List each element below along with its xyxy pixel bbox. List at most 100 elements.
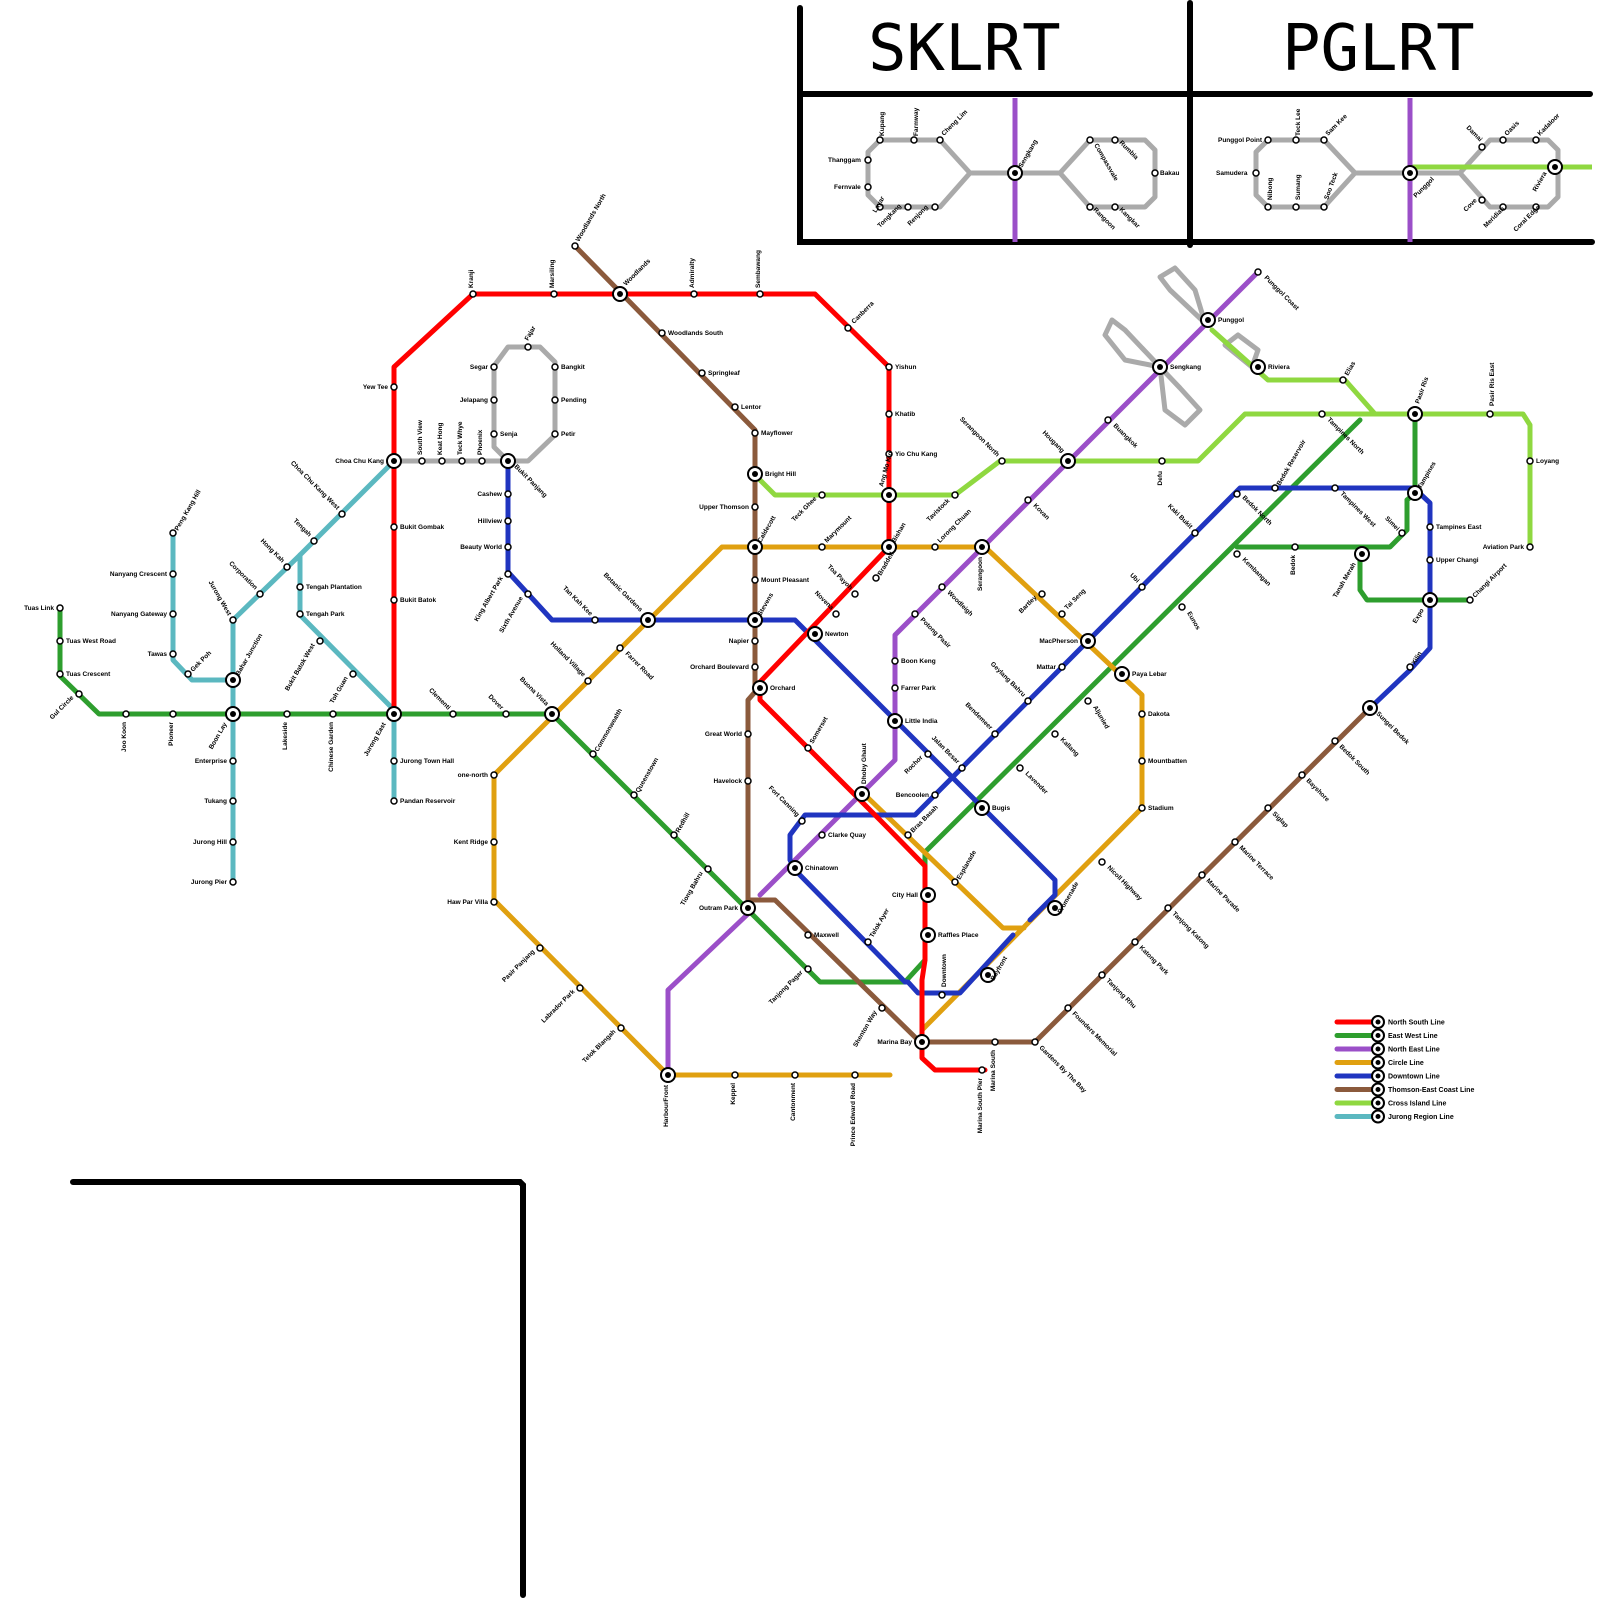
- station-label: Yio Chu Kang: [895, 451, 937, 458]
- station: Bedok South: [1332, 738, 1371, 777]
- station-marker: [1139, 711, 1145, 717]
- station-marker: [705, 866, 711, 872]
- station-marker: [391, 384, 397, 390]
- station-marker: [419, 458, 425, 464]
- station-label: Hillview: [478, 518, 503, 525]
- station-label: Expo: [1412, 607, 1426, 624]
- station: Katong Park: [1132, 939, 1170, 977]
- station-marker: [537, 945, 543, 951]
- station-marker: [1427, 557, 1433, 563]
- station-marker: [1052, 731, 1058, 737]
- interchange-dot: [1085, 638, 1091, 644]
- station-marker: [1065, 1005, 1071, 1011]
- station-marker: [257, 591, 263, 597]
- interchange-dot: [549, 711, 555, 717]
- station-marker: [170, 711, 176, 717]
- station-marker: [391, 798, 397, 804]
- interchange-dot: [1359, 551, 1365, 557]
- station-label: Springleaf: [708, 370, 741, 377]
- station-marker: [57, 605, 63, 611]
- station-marker: [1192, 530, 1198, 536]
- station: Marina South Pier: [977, 1067, 985, 1133]
- station-marker: [1527, 458, 1533, 464]
- station-label: Upper Changi: [1436, 557, 1479, 564]
- station: Bukit Batok: [391, 597, 437, 604]
- station-marker: [745, 731, 751, 737]
- station: Mount Pleasant: [752, 577, 810, 584]
- station-label: Gul Circle: [49, 694, 76, 721]
- station-marker: [76, 691, 82, 697]
- station: one-north: [458, 772, 497, 779]
- station-marker: [491, 431, 497, 437]
- station-label: Sam Kee: [1324, 113, 1349, 138]
- station: Holland Village: [549, 641, 591, 684]
- station-label: Keat Hong: [437, 422, 444, 455]
- station-label: Orchard Boulevard: [690, 664, 749, 671]
- station-label: Jurong Hill: [193, 839, 227, 846]
- station-label: Buangkok: [1112, 422, 1139, 449]
- station: Gardens By The Bay: [1032, 1039, 1088, 1095]
- station: Jurong Hill: [193, 839, 236, 846]
- station: Commonwealth: [590, 708, 624, 757]
- station-label: Punggol Coast: [1263, 274, 1301, 312]
- station: King Albert Park: [473, 571, 511, 623]
- station: Toa Payoh: [826, 564, 858, 597]
- station-label: Tuas Link: [24, 605, 54, 612]
- station-marker: [879, 1005, 885, 1011]
- station-label: Tawas: [148, 651, 168, 658]
- station: Elias: [1340, 360, 1358, 383]
- station-label: Woodlands North: [575, 193, 608, 243]
- station-label: Kangkar: [1118, 206, 1142, 230]
- jrl-line: [173, 461, 394, 880]
- station-label: Somerset: [809, 715, 830, 745]
- station-label: Sungei Bedok: [1375, 710, 1411, 746]
- station-label: Clarke Quay: [828, 832, 866, 839]
- station-label: Havelock: [713, 778, 742, 785]
- station: Great World: [705, 731, 751, 738]
- station-marker: [317, 638, 323, 644]
- station-label: Tampines East: [1436, 524, 1482, 531]
- station-label: Napier: [729, 638, 750, 645]
- station-label: Clementi: [427, 687, 451, 711]
- station-label: Bedok South: [1338, 743, 1371, 776]
- station-marker: [1319, 411, 1325, 417]
- station-label: Holland Village: [549, 641, 587, 679]
- station-marker: [185, 671, 191, 677]
- station-label: Caldecott: [757, 514, 778, 544]
- station-label: Beauty World: [460, 544, 502, 551]
- station: Tengah: [292, 517, 317, 544]
- station-label: Queenstown: [635, 757, 661, 794]
- station: Tampines West: [1332, 485, 1377, 529]
- legend-marker-dot: [1376, 1101, 1381, 1106]
- station-label: Fort Canning: [767, 785, 801, 819]
- station-marker: [992, 1039, 998, 1045]
- station: Tawas: [148, 651, 176, 658]
- station-label: Lavender: [1024, 770, 1050, 796]
- station: Jelapang: [460, 397, 497, 404]
- station-label: Toa Payoh: [826, 564, 854, 592]
- station-marker: [1159, 458, 1165, 464]
- station-marker: [297, 584, 303, 590]
- station-label: Samudera: [1216, 170, 1248, 177]
- legend-item: North South Line: [1337, 1016, 1445, 1028]
- station-marker: [170, 571, 176, 577]
- station: Marine Terrace: [1232, 839, 1275, 882]
- station-marker: [1085, 698, 1091, 704]
- interchange-dot: [752, 544, 758, 550]
- legend-item: Circle Line: [1337, 1057, 1424, 1069]
- station: Senja: [491, 431, 518, 438]
- interchange-dot: [505, 458, 511, 464]
- station: Chinese Garden: [328, 711, 336, 772]
- interchange-station: Paya Lebar: [1115, 667, 1167, 681]
- station-marker: [572, 243, 578, 249]
- station-marker: [230, 617, 236, 623]
- interchange-dot: [230, 677, 236, 683]
- station-marker: [592, 617, 598, 623]
- station: Pasir Panjang: [501, 945, 543, 984]
- station: Tuas Link: [24, 605, 63, 612]
- legend-label: Cross Island Line: [1388, 1101, 1446, 1108]
- station-label: Corporation: [227, 560, 258, 591]
- station: Segar: [470, 364, 497, 371]
- station-label: Chinatown: [805, 865, 838, 872]
- station-label: Riviera: [1532, 170, 1549, 193]
